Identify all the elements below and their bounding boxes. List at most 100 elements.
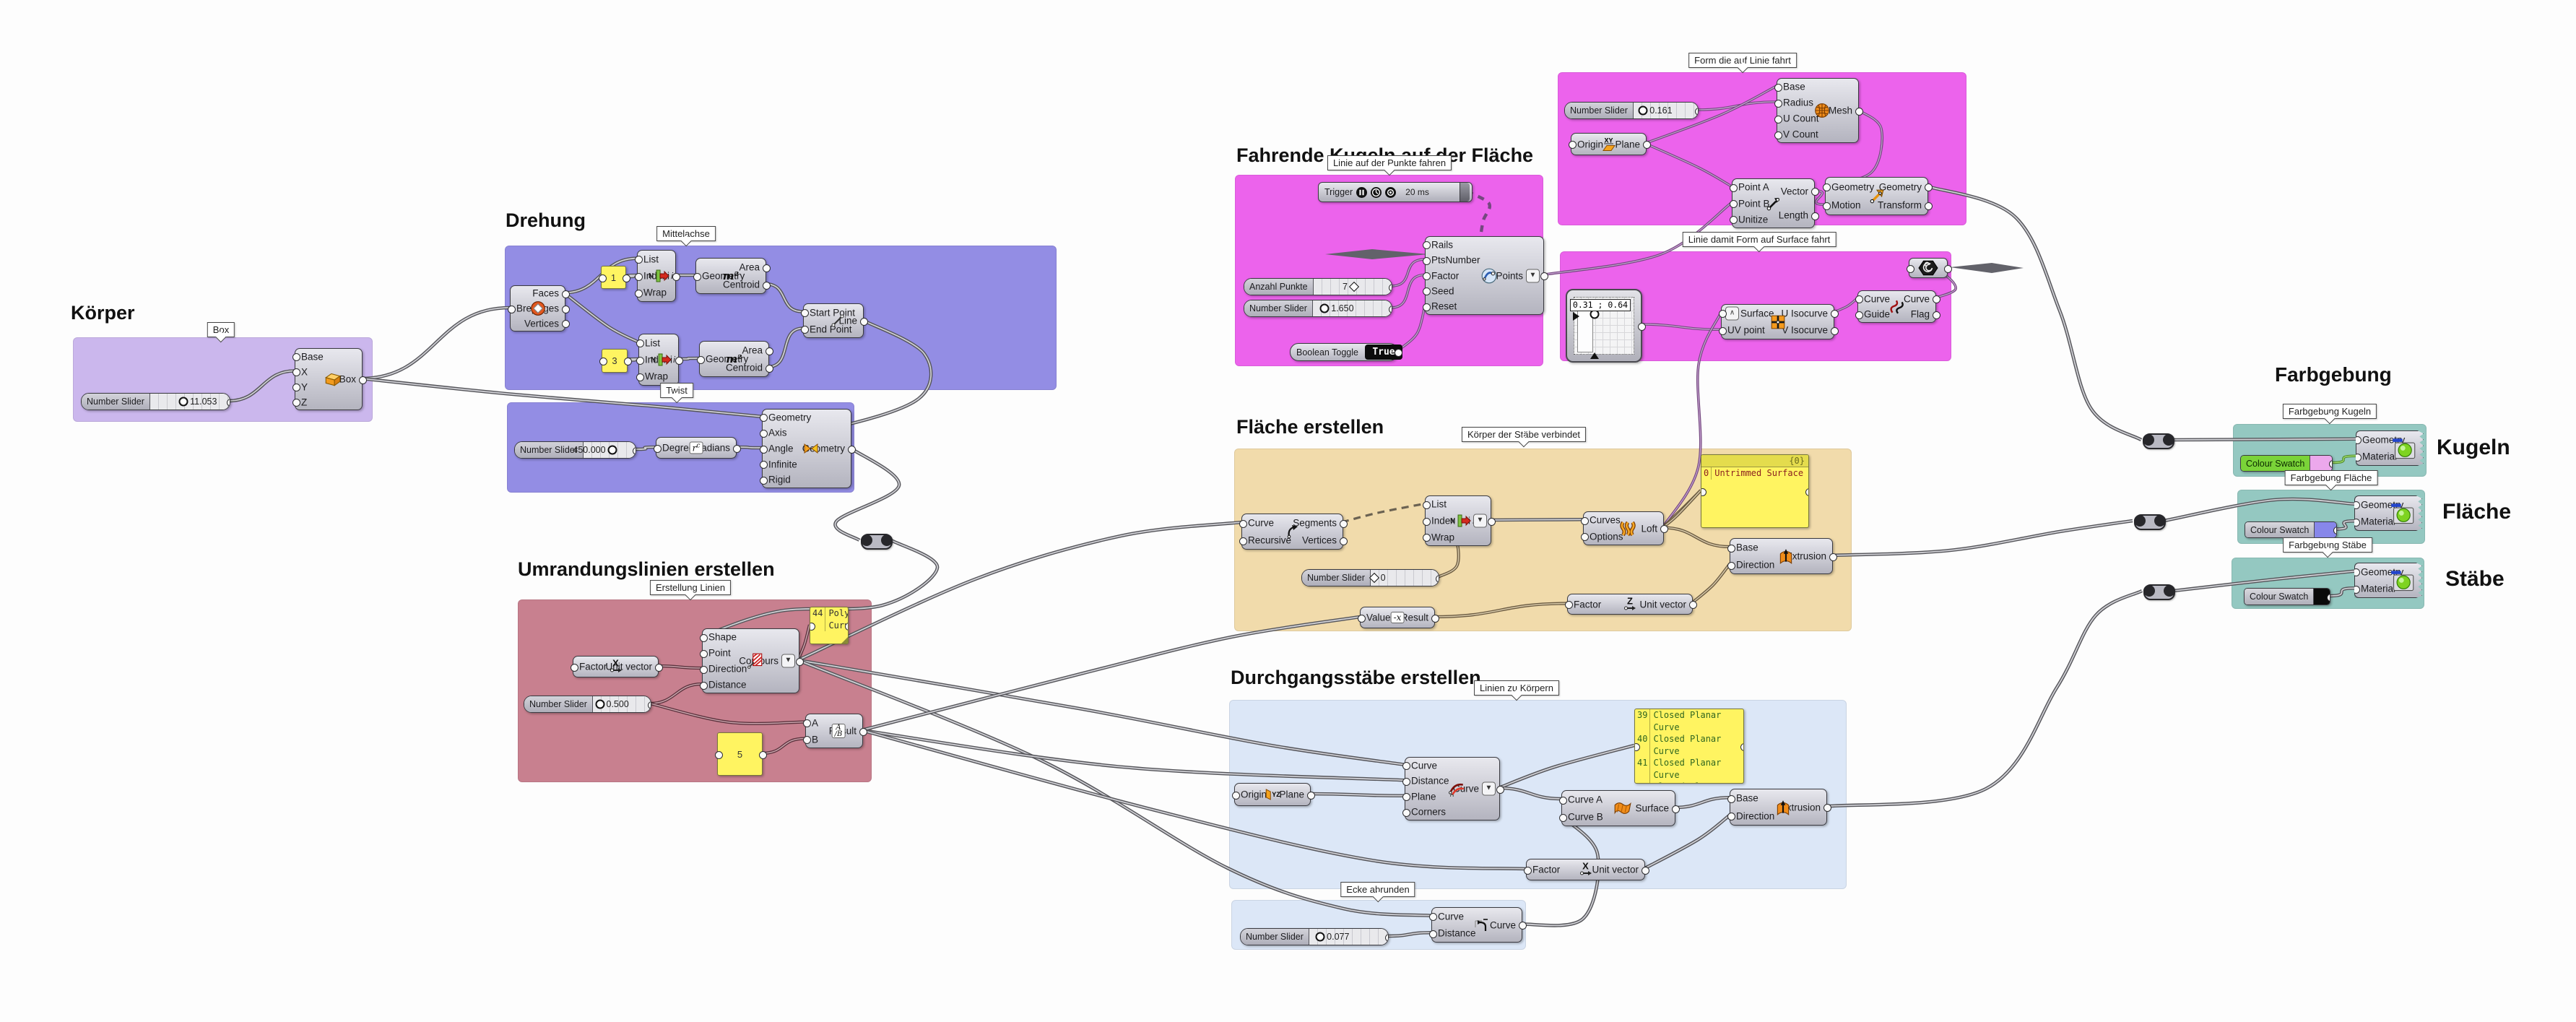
isocurve-input-port-Surface[interactable] xyxy=(1718,310,1727,319)
relay3[interactable] xyxy=(2134,514,2166,530)
li1-input-port-Index[interactable] xyxy=(634,272,643,281)
preview-flaeche-input-port-Material[interactable] xyxy=(2354,518,2360,527)
isocurve-output-port-U Isocurve[interactable] xyxy=(1830,310,1839,319)
hexcrv-output-port[interactable] xyxy=(1943,264,1952,273)
preview-flaeche-input-port-Geometry[interactable] xyxy=(2354,501,2360,510)
area1-input-port-Geometry[interactable] xyxy=(693,272,701,281)
area2-output-port-Area[interactable] xyxy=(765,347,773,355)
offset-input-port-Corners[interactable] xyxy=(1402,808,1410,817)
area2-input-port-Geometry[interactable] xyxy=(696,355,705,364)
slider-index-output-port[interactable] xyxy=(1435,574,1439,583)
isocurve-expression-button[interactable]: ∧ xyxy=(1725,306,1739,321)
division-output-port-Result[interactable] xyxy=(859,727,867,736)
brep-output-port-Faces[interactable] xyxy=(561,290,570,298)
brep-output-port-Edges[interactable] xyxy=(561,305,570,313)
hexcrv-input-port[interactable] xyxy=(1906,264,1914,273)
vec2pt-input-port-Point A[interactable] xyxy=(1729,183,1738,192)
li3-menu-button[interactable]: ▼ xyxy=(1473,514,1487,528)
bool-toggle-output-port[interactable] xyxy=(1394,349,1402,357)
isocurve-output-port-V Isocurve[interactable] xyxy=(1830,326,1839,335)
p5-output-port[interactable] xyxy=(758,750,767,759)
unitZ-input-port[interactable] xyxy=(1564,601,1573,609)
twist-input-port-Axis[interactable] xyxy=(759,429,768,438)
unitX2-output-port[interactable] xyxy=(1641,866,1649,875)
panel44[interactable]: 44Polyline Curve xyxy=(810,607,849,644)
p1-output-port[interactable] xyxy=(622,274,630,282)
slider-anzahl-punkte-track[interactable]: 7 xyxy=(1313,279,1392,295)
p1-input-port[interactable] xyxy=(598,274,607,282)
explode-input-port-Curve[interactable] xyxy=(1239,519,1247,528)
slider-twist-angle-output-port[interactable] xyxy=(632,446,636,455)
li2-output-port-i[interactable] xyxy=(675,356,683,365)
meshsph-input-port-V Count[interactable] xyxy=(1774,131,1782,139)
area1-output-port-Area[interactable] xyxy=(762,264,771,272)
contour-input-port-Point[interactable] xyxy=(699,649,708,658)
unitX2-input-port[interactable] xyxy=(1523,866,1532,875)
swatch-staebe-output-port[interactable] xyxy=(2326,593,2330,602)
slider-box-size-output-port[interactable] xyxy=(226,398,230,407)
move-output-port-Geometry[interactable] xyxy=(1924,183,1933,192)
swatch-kugeln-color[interactable] xyxy=(2310,456,2332,471)
vec2pt-input-port-Point B[interactable] xyxy=(1729,200,1738,208)
p3-output-port[interactable] xyxy=(623,358,632,365)
flip-output-port-Curve[interactable] xyxy=(1932,295,1940,304)
move-output-port-Transform[interactable] xyxy=(1924,202,1933,210)
preview-kugeln-input-port-Geometry[interactable] xyxy=(2356,436,2362,445)
swatch-kugeln[interactable]: Colour Swatch xyxy=(2240,455,2333,472)
slider-anzahl-punkte-output-port[interactable] xyxy=(1388,283,1392,292)
li3-component[interactable]: ListIndexWrapi▼Ni xyxy=(1422,495,1496,546)
slider-factor-output-port[interactable] xyxy=(1388,305,1392,313)
slider-index-knob[interactable] xyxy=(1369,572,1379,584)
li1-input-port-List[interactable] xyxy=(634,256,643,264)
line-output-port-Line[interactable] xyxy=(859,317,868,326)
flip-output-port-Flag[interactable] xyxy=(1932,311,1940,319)
preview-staebe-input-port-Geometry[interactable] xyxy=(2354,568,2360,577)
slider-fillet-output-port[interactable] xyxy=(1384,933,1388,942)
division-input-port-B[interactable] xyxy=(802,736,811,744)
li3-input-port-List[interactable] xyxy=(1422,501,1431,509)
li2-input-port-List[interactable] xyxy=(636,339,644,348)
ruled-input-port-Curve B[interactable] xyxy=(1558,813,1567,822)
swatch-flaeche-color[interactable] xyxy=(2315,522,2336,537)
planeXY-output-port[interactable] xyxy=(1642,141,1651,149)
li1-output-port-i[interactable] xyxy=(672,272,680,281)
p5[interactable]: 5 xyxy=(714,732,767,776)
flip-input-port-Curve[interactable] xyxy=(1855,295,1863,304)
offset-input-port-Distance[interactable] xyxy=(1402,777,1410,786)
slider-radius-output-port[interactable] xyxy=(1694,107,1698,116)
li2-input-port-Index[interactable] xyxy=(636,356,644,365)
extrude1-input-port-Base[interactable] xyxy=(1727,544,1735,553)
box-input-port-Y[interactable] xyxy=(292,384,300,391)
fillet-input-port-Curve[interactable] xyxy=(1428,913,1437,922)
panel-surface-output-port[interactable] xyxy=(1805,488,1808,496)
extrude2-input-port-Direction[interactable] xyxy=(1727,813,1735,821)
points-input-port-Seed[interactable] xyxy=(1422,287,1431,296)
contour-input-port-Direction[interactable] xyxy=(699,665,708,674)
swatch-staebe-color[interactable] xyxy=(2314,589,2330,605)
li3-input-port-Wrap[interactable] xyxy=(1422,534,1431,542)
contour-menu-button[interactable]: ▼ xyxy=(781,654,795,668)
twist-input-port-Angle[interactable] xyxy=(759,445,768,454)
slider-twist-angle-track[interactable]: 450.000 xyxy=(573,442,636,458)
line-input-port-Start Point[interactable] xyxy=(800,309,809,317)
preview-kugeln-input-port-Material[interactable] xyxy=(2356,453,2362,462)
p1[interactable]: 1 xyxy=(598,266,630,289)
